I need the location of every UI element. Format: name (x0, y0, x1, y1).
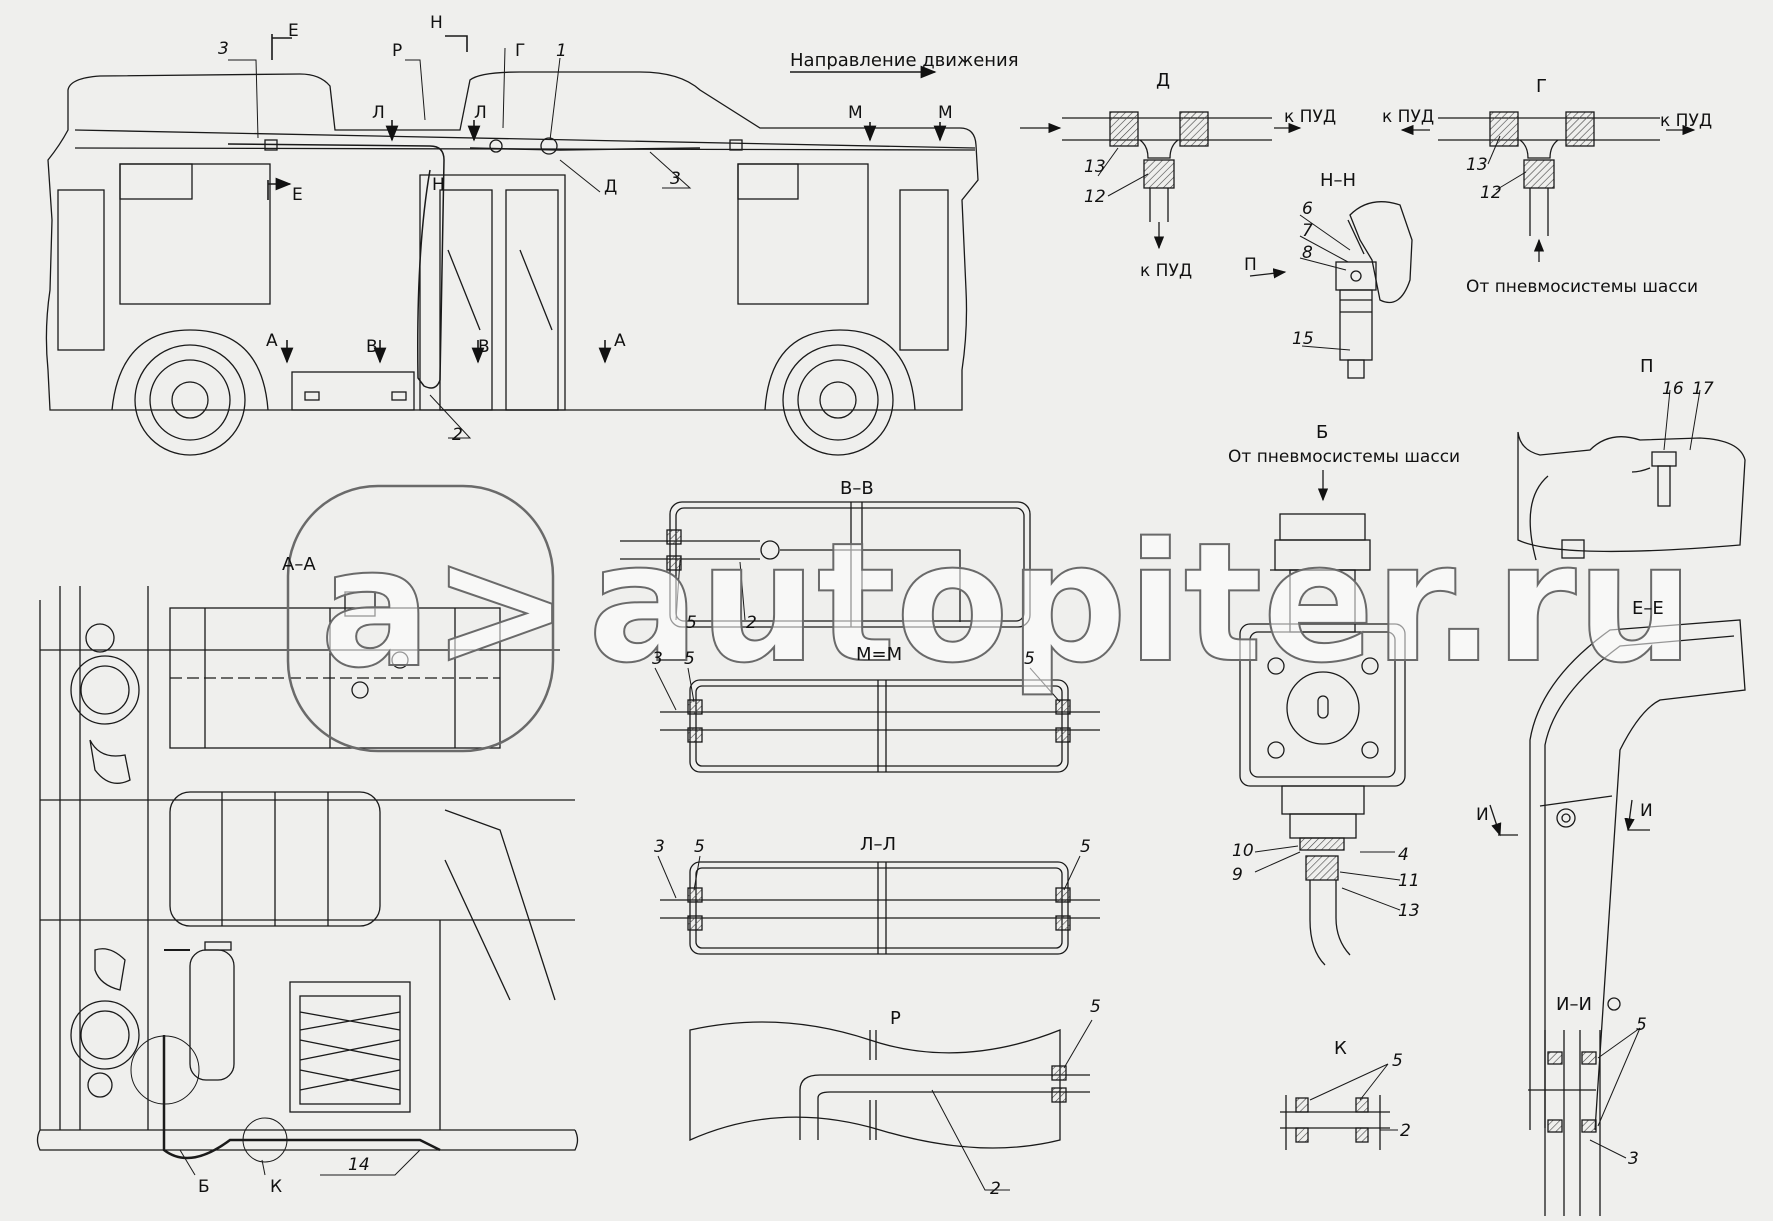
bus-label-P: P (392, 41, 402, 61)
section-HH-title: H–H (1320, 170, 1356, 191)
view-G-12: 12 (1480, 183, 1502, 203)
view-G-to-pud-left: к ПУД (1382, 107, 1434, 127)
section-HH-8: 8 (1302, 243, 1313, 263)
view-B-11: 11 (1398, 871, 1420, 891)
view-G-tee (1400, 111, 1696, 262)
section-HH-15: 15 (1292, 329, 1314, 349)
bus-label-M1: M (848, 103, 863, 123)
section-AA-K: К (270, 1177, 282, 1197)
bus-label-H2: H (432, 175, 445, 195)
section-AA-frame (36, 586, 579, 1176)
view-K-title: К (1334, 1038, 1347, 1059)
view-K-5: 5 (1392, 1051, 1403, 1071)
view-B-9: 9 (1232, 865, 1243, 885)
section-EE-I1: И (1476, 805, 1489, 825)
view-G-from-chassis: От пневмосистемы шасси (1466, 277, 1698, 297)
view-G-to-pud-right: к ПУД (1660, 111, 1712, 131)
bus-label-L1: Л (372, 103, 385, 123)
view-B-13: 13 (1398, 901, 1420, 921)
view-K-2: 2 (1400, 1121, 1411, 1141)
view-D-to-pud-right: к ПУД (1284, 107, 1336, 127)
section-BB (620, 501, 1031, 628)
section-HH-filter (1249, 201, 1413, 379)
section-II-5: 5 (1636, 1015, 1647, 1035)
bus-leaders (228, 47, 692, 439)
watermark: a> autopiter.ru (286, 484, 1695, 753)
section-AA-title: A–A (282, 554, 316, 575)
view-B-10: 10 (1232, 841, 1254, 861)
section-MM-5b: 5 (1024, 649, 1035, 669)
bus-label-E2: E (292, 185, 303, 205)
bus-label-G: Г (515, 41, 525, 61)
section-AA-B: Б (198, 1177, 210, 1197)
view-B-title: Б (1316, 422, 1328, 443)
bus-label-B2: B (478, 337, 490, 357)
view-B-valve (1239, 470, 1406, 966)
bus-side-view (45, 71, 979, 456)
view-P-16: 16 (1662, 379, 1684, 399)
view-R-title: P (890, 1008, 901, 1029)
view-D-title: Д (1156, 70, 1170, 91)
bus-label-E1: E (288, 21, 299, 41)
view-D-tee (1020, 111, 1302, 250)
section-LL-3: 3 (654, 837, 665, 857)
section-LL-5a: 5 (694, 837, 705, 857)
section-BB-title: B–B (840, 478, 874, 499)
watermark-text: autopiter.ru (588, 507, 1694, 699)
view-P-title: П (1640, 356, 1654, 377)
section-BB-2: 2 (746, 613, 757, 633)
bus-cut-markers (267, 34, 947, 364)
watermark-logo: a> (320, 512, 570, 704)
view-B-4: 4 (1398, 845, 1409, 865)
bus-label-3a: 3 (218, 39, 229, 59)
section-LL-5b: 5 (1080, 837, 1091, 857)
view-D-to-pud-down: к ПУД (1140, 261, 1192, 281)
bus-label-A1: A (266, 331, 278, 351)
section-MM (654, 667, 1100, 773)
direction-label: Направление движения (790, 50, 1019, 71)
section-II (1544, 997, 1641, 1216)
section-EE-I2: И (1640, 801, 1653, 821)
section-MM-title: M=M (856, 644, 902, 665)
section-LL (657, 855, 1100, 955)
bus-label-2: 2 (452, 425, 463, 445)
view-P (1517, 389, 1746, 561)
view-G-13: 13 (1466, 155, 1488, 175)
section-HH-6: 6 (1302, 199, 1313, 219)
section-BB-5: 5 (686, 613, 697, 633)
section-HH-arrow-P: П (1244, 255, 1257, 275)
view-G-title: Г (1536, 76, 1547, 97)
view-P-17: 17 (1692, 379, 1714, 399)
bus-label-B1: B (366, 337, 378, 357)
section-HH-7: 7 (1302, 221, 1313, 241)
view-R-2: 2 (990, 1179, 1001, 1199)
view-K (1280, 1063, 1398, 1150)
labels: Направление движения E E H P Г 1 3 3 Л Л… (198, 13, 1714, 1199)
bus-label-D: Д (604, 177, 617, 197)
bus-label-H-top: H (430, 13, 443, 33)
section-EE (1489, 619, 1746, 1131)
bus-label-M2: M (938, 103, 953, 123)
section-II-title: И–И (1556, 994, 1592, 1015)
bus-label-3b: 3 (670, 169, 681, 189)
section-MM-5a: 5 (684, 649, 695, 669)
view-D-13: 13 (1084, 157, 1106, 177)
view-B-from-chassis: От пневмосистемы шасси (1228, 447, 1460, 467)
view-D-12: 12 (1084, 187, 1106, 207)
bus-label-A2: A (614, 331, 626, 351)
view-R-5: 5 (1090, 997, 1101, 1017)
bus-label-1: 1 (556, 41, 567, 61)
section-LL-title: Л–Л (860, 834, 896, 855)
bus-label-L2: Л (474, 103, 487, 123)
section-MM-3: 3 (652, 649, 663, 669)
section-II-3: 3 (1628, 1149, 1639, 1169)
section-AA-14: 14 (348, 1155, 370, 1175)
section-EE-title: E–E (1632, 598, 1664, 619)
view-R (689, 1019, 1093, 1191)
